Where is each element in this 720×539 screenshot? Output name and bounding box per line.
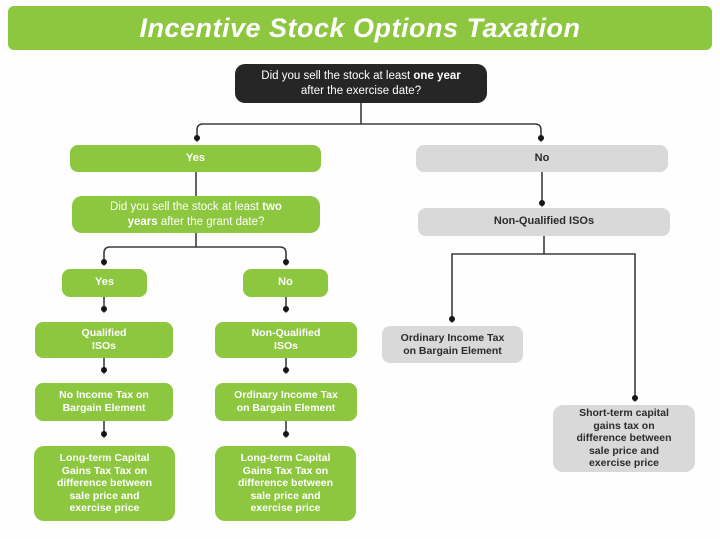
level2-yes-box: Yes [62,269,147,297]
level2-no-box: No [243,269,328,297]
longterm-gains-middle-box: Long-term Capital Gains Tax Tax on diffe… [215,446,356,521]
nonqualified-isos-right-box: Non-Qualified ISOs [418,208,670,236]
header-banner: Incentive Stock Options Taxation [8,6,712,50]
level1-no-box: No [416,145,668,172]
second-question-box: Did you sell the stock at least two year… [72,196,320,233]
no-income-tax-box: No Income Tax on Bargain Element [35,383,173,421]
qualified-isos-box: Qualified ISOs [35,322,173,358]
ordinary-income-tax-left-box: Ordinary Income Tax on Bargain Element [215,383,357,421]
shortterm-gains-box: Short-term capital gains tax on differen… [553,405,695,472]
ordinary-income-tax-right-box: Ordinary Income Tax on Bargain Element [382,326,523,363]
root-question-text: Did you sell the stock at least one year… [261,70,461,97]
second-question-text: Did you sell the stock at least two year… [110,201,282,228]
nonqualified-isos-left-box: Non-Qualified ISOs [215,322,357,358]
page-title: Incentive Stock Options Taxation [139,12,581,43]
level1-yes-box: Yes [70,145,321,172]
longterm-gains-left-box: Long-term Capital Gains Tax Tax on diffe… [34,446,175,521]
root-question-box: Did you sell the stock at least one year… [235,64,487,103]
